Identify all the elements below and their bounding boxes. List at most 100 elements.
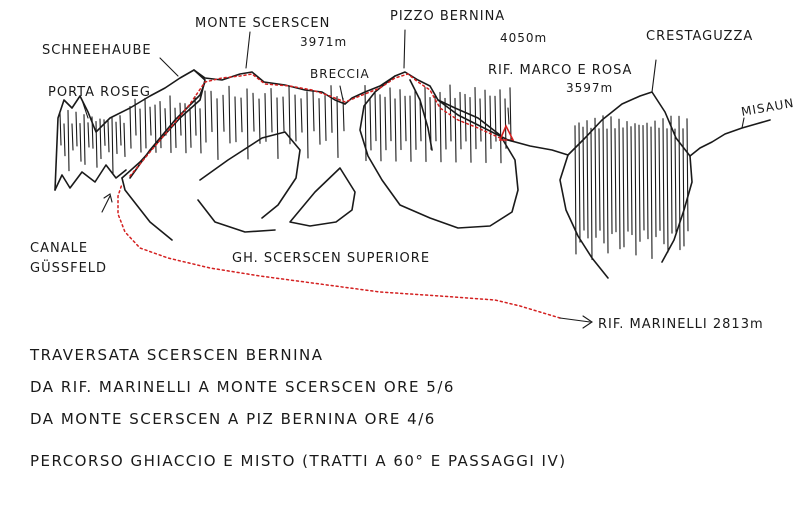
note-line-1: TRAVERSATA SCERSCEN BERNINA (29, 346, 324, 364)
label-glacier: GH. SCERSCEN SUPERIORE (232, 251, 430, 266)
hatch-stroke (71, 123, 74, 151)
hatch-stroke (459, 91, 462, 150)
pizzo-bernina-massif (359, 75, 519, 229)
hatch-stroke (240, 97, 243, 133)
hatch-stroke (184, 103, 187, 154)
hatch-stroke (252, 92, 255, 132)
leader-lines (81, 29, 406, 213)
hatch-stroke (404, 95, 407, 142)
hatch-stroke (399, 89, 402, 151)
hatch-stroke (216, 98, 219, 161)
hatch-stroke (144, 97, 147, 149)
hatch-stroke (394, 98, 397, 162)
hatch-stroke (276, 97, 279, 160)
hatch-stroke (602, 115, 605, 244)
label-crestaguzza: CRESTAGUZZA (646, 29, 753, 44)
label-rif-marco-rosa: RIF. MARCO E ROSA (488, 63, 632, 78)
hatch-stroke (489, 95, 492, 150)
hatch-stroke (464, 93, 467, 142)
hatch-stroke (658, 127, 661, 231)
hatch-stroke (234, 96, 237, 143)
crestaguzza-massif (559, 59, 771, 279)
hatch-stroke (598, 128, 601, 231)
hatch-stroke (270, 88, 273, 133)
hatch-stroke (384, 96, 387, 151)
hatch-stroke (318, 98, 321, 145)
hatch-stroke (179, 102, 182, 136)
hatch-stroke (379, 94, 382, 162)
hatch-stroke (119, 115, 122, 146)
hatch-stroke (424, 86, 427, 163)
label-breccia: BRECCIA (310, 67, 370, 81)
hatch-stroke (686, 118, 689, 232)
hatch-stroke (189, 107, 192, 148)
hatch-stroke (662, 118, 665, 245)
hatch-stroke (634, 123, 637, 256)
hatch-stroke (228, 85, 231, 144)
hatch-stroke (374, 91, 377, 142)
note-line-3: DA MONTE SCERSCEN A PIZ BERNINA ORE 4/6 (30, 410, 436, 428)
hatch-stroke (210, 90, 213, 133)
hatch-stroke (199, 108, 202, 154)
hatch-stroke (444, 97, 447, 150)
hatch-stroke (666, 128, 669, 253)
hatch-stroke (264, 93, 267, 142)
hatch-stroke (419, 98, 422, 142)
hatch-stroke (504, 98, 507, 149)
label-schneehaube: SCHNEEHAUBE (42, 43, 152, 58)
hatch-stroke (646, 122, 649, 240)
fuorcla-saddle (507, 139, 569, 156)
label-gussfeld: GÜSSFELD (30, 259, 107, 276)
hatch-stroke (83, 114, 86, 165)
hatch-stroke (582, 126, 585, 231)
hatch-stroke (369, 98, 372, 151)
hatch-stroke (439, 91, 442, 163)
hatch-stroke (194, 95, 197, 136)
hatch-stroke (499, 89, 502, 164)
hatch-stroke (409, 95, 412, 162)
monte-scerscen-massif (121, 69, 356, 241)
hatch-stroke (330, 85, 333, 133)
label-monte-scerscen: MONTE SCERSCEN (195, 16, 330, 31)
hatch-stroke (75, 111, 78, 147)
hatch-stroke (324, 95, 327, 142)
note-line-2: DA RIF. MARINELLI A MONTE SCERSCEN ORE 5… (30, 378, 455, 396)
hatch-stroke (139, 108, 142, 153)
hatch-stroke (87, 122, 90, 148)
hatch-stroke (594, 117, 597, 238)
hatch-stroke (449, 84, 452, 142)
rock-hatching (59, 84, 689, 261)
hatch-stroke (59, 112, 62, 146)
hatch-stroke (414, 89, 417, 150)
hatch-stroke (312, 90, 315, 132)
hatch-stroke (63, 123, 66, 157)
hatch-stroke (650, 126, 653, 260)
hatch-stroke (642, 124, 645, 231)
porta-roseg-massif (54, 69, 206, 191)
label-pizzo-bernina-alt: 4050m (500, 31, 547, 45)
hatch-stroke (288, 86, 291, 145)
hatch-stroke (111, 117, 114, 175)
label-rif-marinelli: RIF. MARINELLI 2813m (598, 317, 764, 332)
hatch-stroke (389, 87, 392, 142)
hatch-stroke (630, 126, 633, 236)
hatch-stroke (606, 128, 609, 254)
hatch-stroke (586, 120, 589, 239)
hatch-stroke (258, 98, 261, 144)
hatch-stroke (306, 91, 309, 159)
label-porta-roseg: PORTA ROSEG (48, 85, 151, 100)
note-line-4: PERCORSO GHIACCIO E MISTO (TRATTI A 60° … (30, 452, 567, 470)
hatch-stroke (484, 89, 487, 164)
hatch-stroke (174, 107, 177, 149)
hatch-stroke (469, 97, 472, 163)
hatch-stroke (678, 115, 681, 251)
label-rif-marco-rosa-alt: 3597m (566, 81, 613, 95)
hatch-stroke (434, 93, 437, 142)
hatch-stroke (509, 87, 512, 142)
hatch-stroke (610, 116, 613, 235)
label-pizzo-bernina: PIZZO BERNINA (390, 9, 505, 24)
hatch-stroke (115, 121, 118, 155)
hatch-stroke (622, 127, 625, 248)
hatch-stroke (222, 94, 225, 132)
